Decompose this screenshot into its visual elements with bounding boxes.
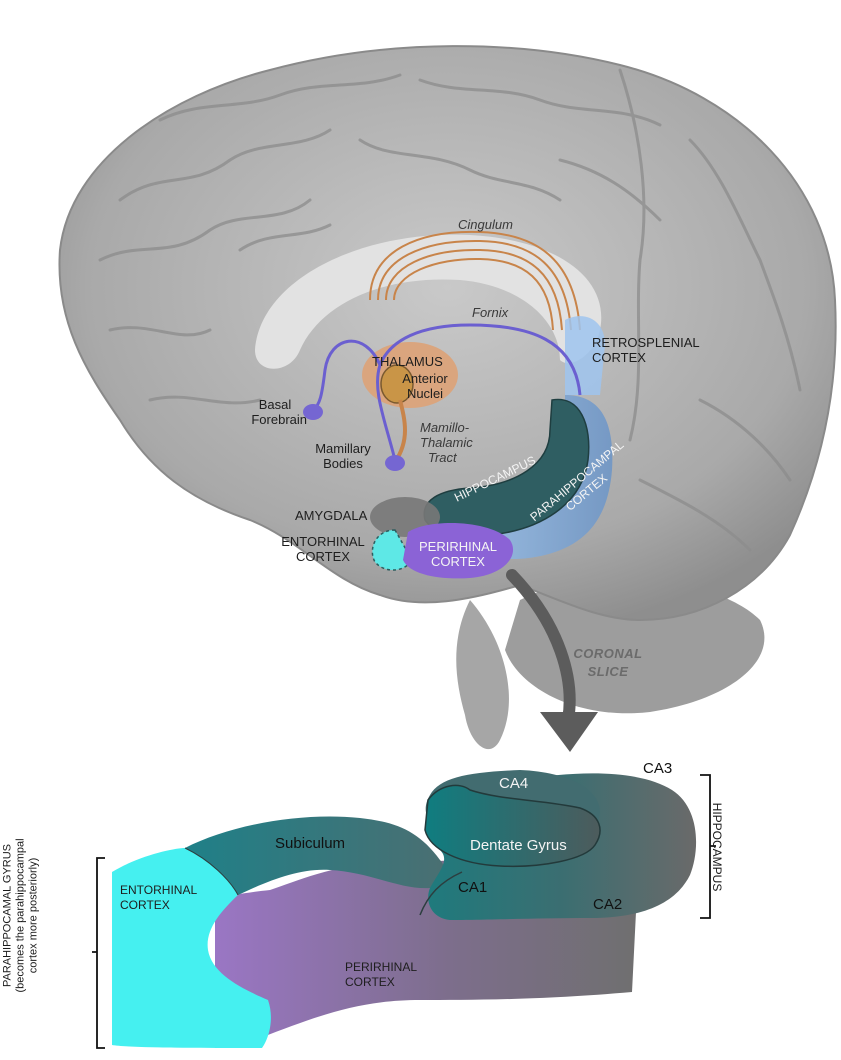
dentate-gyrus-label: Dentate Gyrus [470, 838, 567, 853]
mamillo-line2: Thalamic [420, 435, 473, 450]
ca1-label: CA1 [458, 880, 487, 895]
anterior-nuclei-line2: Nuclei [395, 386, 455, 401]
amygdala-label: AMYGDALA [295, 508, 367, 523]
coronal-perirhinal-line1: PERIRHINAL [345, 960, 417, 975]
subiculum-label: Subiculum [275, 836, 345, 851]
basal-forebrain-line2: Forebrain [243, 412, 307, 427]
retrosplenial-label: RETROSPLENIAL CORTEX [592, 335, 700, 365]
perirhinal-line2: CORTEX [413, 554, 503, 569]
parahippocampal-gyrus-label: PARAHIPPOCAMAL GYRUS (becomes the parahi… [2, 811, 41, 1021]
ca2-label: CA2 [593, 897, 622, 912]
fornix-label: Fornix [472, 305, 508, 320]
retrosplenial-line1: RETROSPLENIAL [592, 335, 700, 350]
cingulum-label: Cingulum [458, 217, 513, 232]
coronal-line1: CORONAL [570, 645, 646, 663]
retrosplenial-line2: CORTEX [592, 350, 700, 365]
coronal-perirhinal-line2: CORTEX [345, 975, 417, 990]
parahippocampal-gyrus-line1: PARAHIPPOCAMAL GYRUS [2, 811, 15, 1021]
coronal-slice-label: CORONAL SLICE [570, 645, 646, 681]
mamillary-bodies-node [385, 455, 405, 471]
entorhinal-line2: CORTEX [275, 549, 371, 564]
coronal-slice-arrowhead [540, 712, 598, 752]
hippocampus-bracket-label: HIPPOCAMPUS [710, 802, 724, 892]
parahippocampal-gyrus-bracket [92, 858, 105, 1048]
ca4-label: CA4 [499, 776, 528, 791]
basal-forebrain-line1: Basal [243, 397, 307, 412]
mamillary-line1: Mamillary [305, 441, 381, 456]
thalamus-label: THALAMUS [372, 354, 443, 369]
brainstem [456, 600, 509, 749]
coronal-entorhinal-label: ENTORHINAL CORTEX [120, 883, 197, 913]
mamillo-line1: Mamillo- [420, 420, 473, 435]
coronal-perirhinal-label: PERIRHINAL CORTEX [345, 960, 417, 990]
ca3-label: CA3 [643, 761, 672, 776]
coronal-entorhinal-line2: CORTEX [120, 898, 197, 913]
mamillo-line3: Tract [420, 450, 473, 465]
parahippocampal-gyrus-line2: (becomes the parahippocampal [15, 811, 28, 1021]
perirhinal-label: PERIRHINAL CORTEX [413, 539, 503, 569]
anterior-nuclei-line1: Anterior [395, 371, 455, 386]
coronal-line2: SLICE [570, 663, 646, 681]
parahippocampal-gyrus-line3: cortex more posteriorly) [28, 811, 41, 1021]
mamillothalamic-tract-label: Mamillo- Thalamic Tract [420, 420, 473, 465]
mamillary-bodies-label: Mamillary Bodies [305, 441, 381, 471]
anterior-nuclei-label: Anterior Nuclei [395, 371, 455, 401]
perirhinal-line1: PERIRHINAL [413, 539, 503, 554]
entorhinal-line1: ENTORHINAL [275, 534, 371, 549]
basal-forebrain-label: Basal Forebrain [243, 397, 307, 427]
entorhinal-label: ENTORHINAL CORTEX [275, 534, 371, 564]
mamillary-line2: Bodies [305, 456, 381, 471]
coronal-entorhinal-line1: ENTORHINAL [120, 883, 197, 898]
